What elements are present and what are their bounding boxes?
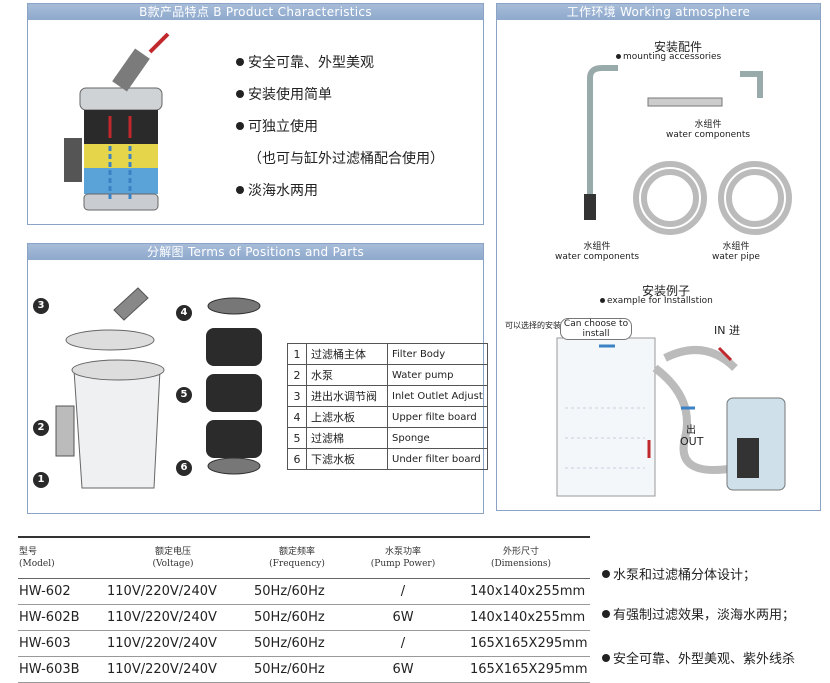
blue-arrow-down xyxy=(108,146,132,200)
installation-example-illustration xyxy=(556,337,786,497)
canister-blue-layer xyxy=(84,168,158,194)
char-bullet-4: （也可与缸外过滤桶配合使用） xyxy=(248,151,444,167)
spec-header-row: 型号(Model) 额定电压(Voltage) 额定频率(Frequency) … xyxy=(18,536,590,579)
bullet-dot xyxy=(236,122,244,130)
callout-3: 3 xyxy=(33,298,49,314)
spec-table: 型号(Model) 额定电压(Voltage) 额定频率(Frequency) … xyxy=(18,536,590,683)
char-bullet-3: 可独立使用 xyxy=(236,116,318,136)
spec-header-pump-power: 水泵功率(Pump Power) xyxy=(354,536,452,579)
spec-header-voltage: 额定电压(Voltage) xyxy=(106,536,240,579)
exploded-view-illustration xyxy=(55,287,262,489)
connection-hose xyxy=(652,364,736,474)
bullet-dot xyxy=(236,186,244,194)
callout-4: 4 xyxy=(176,305,192,321)
mounting-label-cn: 安装配件 xyxy=(654,40,703,54)
bullet-dot xyxy=(602,654,610,662)
aquarium-tank xyxy=(556,337,656,497)
upper-filter-board xyxy=(207,297,261,315)
water-hose-2-inner xyxy=(726,169,784,227)
feature-1: 水泵和过滤桶分体设计； xyxy=(602,564,756,583)
callout-1: 1 xyxy=(33,472,49,488)
inlet-arrow xyxy=(148,32,170,54)
external-pump xyxy=(737,438,759,478)
filter-canister-illustration xyxy=(64,32,170,211)
valve-part xyxy=(113,287,149,321)
sponge-1 xyxy=(206,328,262,366)
spray-bar xyxy=(647,97,723,107)
bullet-dot xyxy=(236,58,244,66)
parts-title: 分解图 Terms of Positions and Parts xyxy=(28,244,483,260)
lower-filter-board xyxy=(207,457,261,475)
char-bullet-1: 安全可靠、外型美观 xyxy=(236,52,374,72)
sponge-2 xyxy=(206,374,262,412)
pipe-elbow xyxy=(587,65,618,79)
feature-2: 有强制过滤效果，淡海水两用； xyxy=(602,604,795,623)
bullet-dot xyxy=(236,90,244,98)
spec-header-model: 型号(Model) xyxy=(18,536,106,579)
canister-lid-part xyxy=(65,329,155,351)
bullet-dot xyxy=(602,610,610,618)
mounting-label-en: mounting accessories xyxy=(616,52,721,62)
canister-valve xyxy=(112,48,150,92)
char-bullet-5: 淡海水两用 xyxy=(236,180,318,200)
side-pump xyxy=(64,138,82,182)
inlet-hose xyxy=(663,346,738,371)
pump-part xyxy=(55,405,75,457)
in-arrow xyxy=(717,346,733,362)
example-label-en: example for Installstion xyxy=(600,296,713,306)
optional-install-label: 可以选择的安装 xyxy=(505,321,561,330)
canister-lid xyxy=(79,87,163,111)
callout-2: 2 xyxy=(33,420,49,436)
water-hose-2 xyxy=(718,161,792,235)
example-label-cn: 安装例子 xyxy=(642,284,691,298)
spec-header-dimensions: 外形尺寸(Dimensions) xyxy=(452,536,590,579)
out-label: OUT xyxy=(680,435,704,448)
working-title: 工作环境 Working atmosphere xyxy=(497,4,820,20)
can-choose-label: Can choose to install xyxy=(560,318,632,340)
tank-water-lines xyxy=(565,407,645,469)
water-hose-1-inner xyxy=(641,169,699,227)
canister-rim-part xyxy=(71,359,165,381)
out-label-cn: 出 xyxy=(686,425,696,436)
intake-strainer xyxy=(584,194,596,220)
bullet-dot xyxy=(602,570,610,578)
outlet-elbow xyxy=(740,71,763,98)
canister-base xyxy=(83,193,159,211)
char-bullet-2: 安装使用简单 xyxy=(236,84,332,104)
water-hose-1 xyxy=(633,161,707,235)
canister-black-layer xyxy=(84,110,158,144)
feature-3: 安全可靠、外型美观、紫外线杀 xyxy=(602,648,795,667)
sponge-3 xyxy=(206,420,262,458)
callout-6: 6 xyxy=(176,460,192,476)
red-arrow-down xyxy=(108,116,132,138)
spec-header-frequency: 额定频率(Frequency) xyxy=(240,536,354,579)
callout-5: 5 xyxy=(176,387,192,403)
canister-body-part xyxy=(73,369,161,489)
characteristics-title: B款产品特点 B Product Characteristics xyxy=(28,4,483,20)
in-label: IN 进 xyxy=(714,324,740,337)
canister-yellow-layer xyxy=(84,144,158,168)
mounting-accessories-illustration xyxy=(584,65,792,235)
